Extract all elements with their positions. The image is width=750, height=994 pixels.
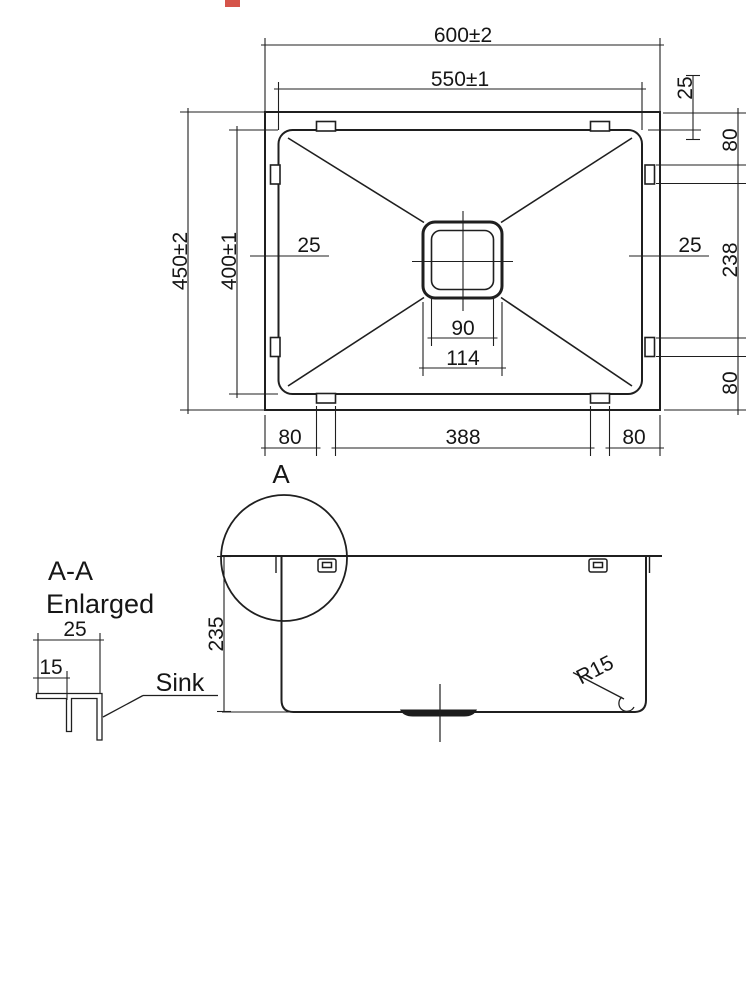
dim-rim-top-right: 25 bbox=[674, 76, 697, 99]
flange-cross-section bbox=[35, 692, 103, 741]
dim-clip-spacing: 238 bbox=[719, 242, 742, 277]
sink-bowl-outline bbox=[277, 129, 643, 395]
side-view bbox=[217, 494, 662, 742]
detail-marker-label: A bbox=[272, 459, 290, 489]
clip-top-right bbox=[589, 120, 611, 132]
clip-bottom-left bbox=[315, 392, 337, 404]
dim-drain-outer: 114 bbox=[446, 347, 480, 370]
sink-outer-rim-outline bbox=[264, 111, 661, 411]
clip-left-upper bbox=[269, 164, 281, 185]
detail-view bbox=[33, 633, 218, 741]
side-clip-left-slot bbox=[321, 561, 333, 569]
side-dimension-lines bbox=[217, 555, 293, 713]
bowl-slope-diagonals bbox=[287, 137, 633, 387]
radius-leader bbox=[572, 671, 635, 712]
sink-callout-label: Sink bbox=[156, 669, 205, 697]
mounting-clips bbox=[269, 120, 656, 404]
dim-bottom-clip-span: 388 bbox=[445, 426, 480, 449]
clip-left-lower bbox=[269, 336, 281, 358]
drain-centerlines bbox=[412, 211, 513, 311]
dim-bottom-right-offset: 80 bbox=[622, 426, 645, 449]
clip-right-upper bbox=[644, 164, 656, 185]
dim-clip-bottom-offset: 80 bbox=[719, 371, 742, 394]
bowl-profile bbox=[280, 556, 647, 713]
extension-lines bbox=[180, 38, 746, 456]
detail-dimension-lines bbox=[33, 633, 104, 700]
top-view bbox=[180, 38, 746, 456]
dim-lip-width: 15 bbox=[39, 656, 62, 679]
clip-top-left bbox=[315, 120, 337, 132]
dim-bowl-height: 235 bbox=[205, 616, 228, 651]
side-clip-right-slot bbox=[592, 561, 604, 569]
detail-circle-A bbox=[220, 494, 348, 622]
dim-overall-depth: 450±2 bbox=[169, 232, 192, 290]
detail-title: A-A bbox=[48, 556, 93, 586]
detail-subtitle: Enlarged bbox=[46, 589, 154, 619]
flange-wall-ticks bbox=[275, 556, 651, 573]
brand-mark-fragment bbox=[225, 0, 240, 7]
dim-rim-right: 25 bbox=[678, 234, 701, 257]
dim-bottom-left-offset: 80 bbox=[278, 426, 301, 449]
side-view-clips bbox=[317, 558, 608, 573]
dim-drain-inner: 90 bbox=[451, 317, 474, 340]
sink-callout-leader bbox=[102, 694, 218, 718]
dim-clip-top-offset: 80 bbox=[719, 128, 742, 151]
drawing-labels: 600±2 550±1 450±2 400±1 25 25 25 80 238 … bbox=[39, 24, 742, 697]
dim-overall-width: 600±2 bbox=[434, 24, 492, 47]
side-clip-left bbox=[317, 558, 337, 573]
clip-right-lower bbox=[644, 336, 656, 358]
dimension-lines bbox=[187, 44, 739, 449]
dim-rim-left: 25 bbox=[297, 234, 320, 257]
side-clip-right bbox=[588, 558, 608, 573]
dim-bowl-depth: 400±1 bbox=[218, 232, 241, 290]
dim-bowl-width: 550±1 bbox=[431, 68, 489, 91]
dim-flange-width: 25 bbox=[63, 618, 86, 641]
drain-boss bbox=[400, 709, 477, 717]
clip-bottom-right bbox=[589, 392, 611, 404]
